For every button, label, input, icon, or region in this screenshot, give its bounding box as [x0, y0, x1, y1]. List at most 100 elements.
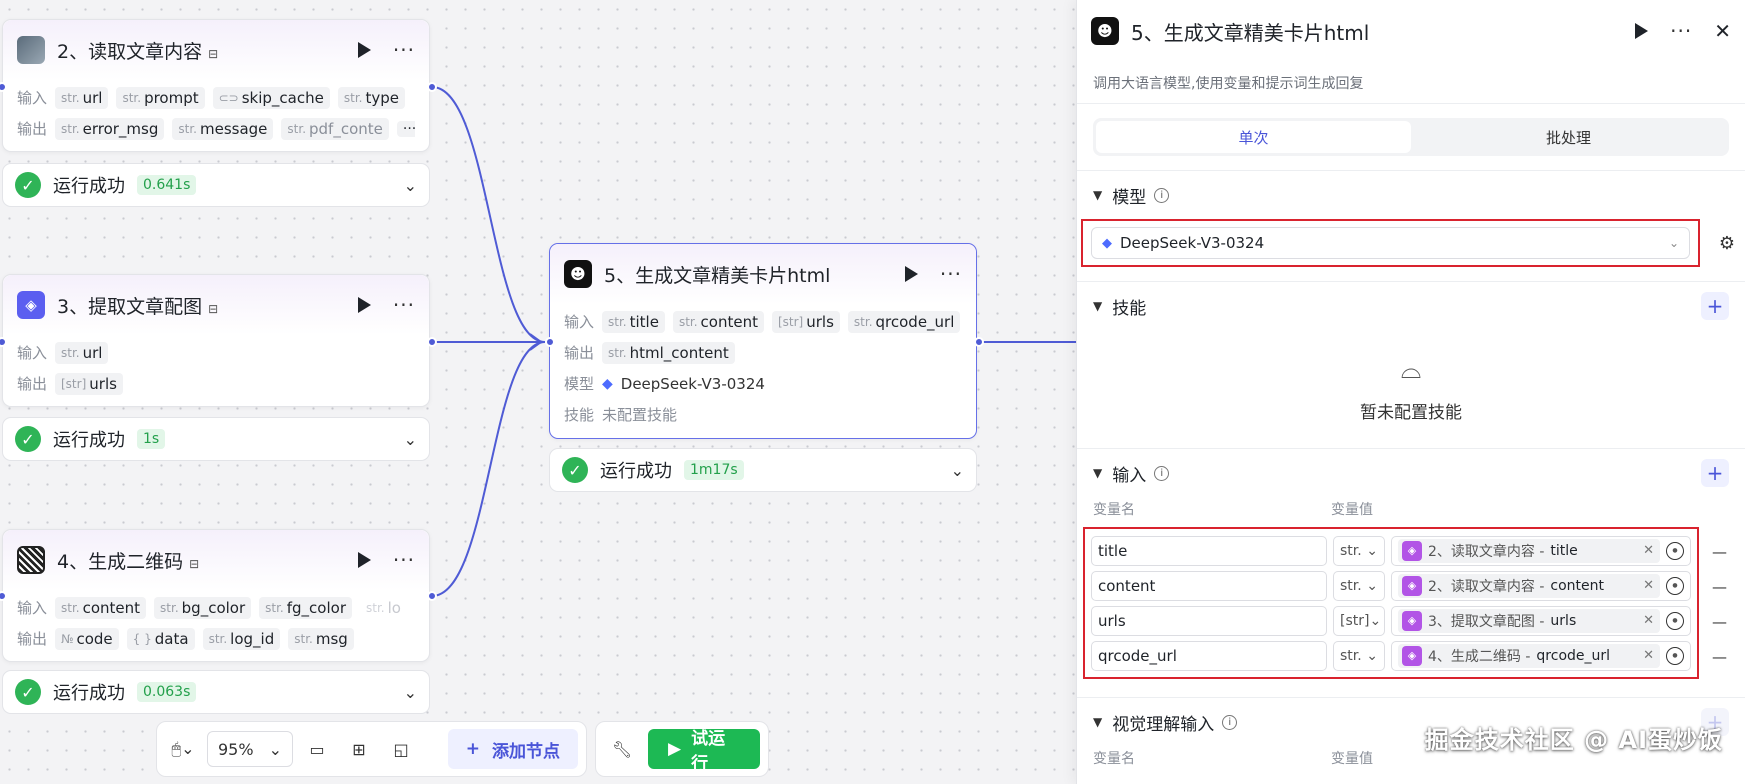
param-tag: str.html_content	[602, 341, 735, 364]
add-node-button[interactable]: +添加节点	[447, 729, 578, 769]
remove-variable-button[interactable]: —	[1712, 648, 1727, 666]
run-node-button[interactable]	[357, 297, 371, 313]
wrench-icon[interactable]: 🔧︎	[611, 739, 633, 759]
minimap-icon[interactable]: ◱	[393, 739, 409, 759]
mouse-mode-button[interactable]: 🖱︎⌄	[171, 739, 195, 758]
input-port[interactable]	[0, 82, 7, 92]
variable-ref-input[interactable]: ◈ 4、生成二维码 - qrcode_url ✕ ●	[1391, 640, 1691, 671]
plugin-image-icon	[17, 36, 45, 64]
run-node-button[interactable]	[904, 266, 918, 282]
test-run-button[interactable]: ▶试运行	[648, 729, 760, 774]
model-row: 模型 ◆DeepSeek-V3-0324	[564, 368, 962, 399]
node-title: 5、生成文章精美卡片html	[604, 264, 831, 287]
zoom-select[interactable]: 95% ⌄	[207, 731, 293, 767]
layout-grid-icon[interactable]: ⊞	[352, 739, 366, 759]
variable-type-select[interactable]: str.⌄	[1333, 535, 1385, 566]
variable-ref-input[interactable]: ◈ 2、读取文章内容 - content ✕ ●	[1391, 570, 1691, 601]
run-node-button[interactable]	[1635, 23, 1649, 39]
output-port[interactable]	[427, 82, 437, 92]
variable-column-headers: 变量名 变量值	[1077, 497, 1745, 521]
variable-name-input[interactable]: title	[1091, 535, 1327, 566]
target-icon[interactable]: ●	[1666, 646, 1684, 665]
more-params-button[interactable]: ···	[396, 120, 415, 137]
clear-icon[interactable]: ✕	[1643, 578, 1654, 593]
edge-read-to-generate	[431, 86, 546, 343]
target-icon[interactable]: ●	[1666, 611, 1684, 630]
node-title: 2、读取文章内容⊟	[57, 40, 219, 63]
variable-type-select[interactable]: str.⌄	[1333, 640, 1385, 671]
variable-type-select[interactable]: str.⌄	[1333, 570, 1385, 601]
chevron-down-icon[interactable]: ⌄	[950, 460, 964, 480]
skills-section-header[interactable]: ▼ 技能 +	[1077, 282, 1745, 330]
variable-name-input[interactable]: qrcode_url	[1091, 640, 1327, 671]
remove-variable-button[interactable]: —	[1712, 613, 1727, 631]
col-name: 变量名	[1093, 751, 1135, 767]
tab-single[interactable]: 单次	[1096, 121, 1411, 153]
clear-icon[interactable]: ✕	[1643, 543, 1654, 558]
more-options-button[interactable]: ···	[939, 262, 962, 286]
ref-field: title	[1550, 542, 1578, 559]
param-tag: [str]urls	[771, 310, 840, 333]
run-status-bar[interactable]: ✓ 运行成功 0.063s ⌄	[2, 670, 430, 714]
zoom-value: 95%	[218, 739, 254, 759]
input-port[interactable]	[0, 337, 7, 347]
param-tag: str.url	[55, 341, 109, 364]
more-options-button[interactable]: ···	[392, 38, 415, 62]
run-node-button[interactable]	[357, 552, 371, 568]
variable-ref-input[interactable]: ◈ 2、读取文章内容 - title ✕ ●	[1391, 535, 1691, 566]
remove-variable-button[interactable]: —	[1712, 578, 1727, 596]
skills-value: 未配置技能	[602, 406, 678, 424]
model-highlight: ◆ DeepSeek-V3-0324 ⌄	[1081, 219, 1700, 267]
model-name: DeepSeek-V3-0324	[620, 374, 765, 393]
chevron-down-icon[interactable]: ⌄	[403, 682, 417, 702]
run-status-bar[interactable]: ✓ 运行成功 1s ⌄	[2, 417, 430, 461]
close-icon[interactable]: ✕	[1714, 19, 1731, 43]
more-options-button[interactable]: ···	[392, 548, 415, 572]
node-qrcode[interactable]: 4、生成二维码⊟ ··· 输入 str.content str.bg_color…	[2, 529, 430, 662]
clear-icon[interactable]: ✕	[1643, 613, 1654, 628]
visual-input-section-header[interactable]: ▼ 视觉理解输入 i +	[1077, 698, 1745, 746]
variable-name-input[interactable]: content	[1091, 570, 1327, 601]
more-options-button[interactable]: ···	[1670, 19, 1693, 43]
add-visual-input-button[interactable]: +	[1701, 708, 1729, 736]
node-read-article[interactable]: 2、读取文章内容⊟ ··· 输入 str.url str.prompt ⊂⊃sk…	[2, 19, 430, 152]
chevron-down-icon[interactable]: ⌄	[403, 429, 417, 449]
info-icon[interactable]: i	[1154, 187, 1170, 203]
clear-icon[interactable]: ✕	[1643, 648, 1654, 663]
node-generate-card[interactable]: ☻ 5、生成文章精美卡片html ··· 输入 str.title str.co…	[549, 243, 977, 439]
node-title: 3、提取文章配图⊟	[57, 295, 219, 318]
tab-batch[interactable]: 批处理	[1545, 128, 1591, 147]
run-node-button[interactable]	[357, 42, 371, 58]
chevron-down-icon: ⌄	[268, 739, 282, 759]
info-icon[interactable]: i	[1222, 714, 1238, 730]
chevron-down-icon[interactable]: ⌄	[403, 175, 417, 195]
model-section-header[interactable]: ▼ 模型 i	[1077, 171, 1745, 219]
variable-ref-input[interactable]: ◈ 3、提取文章配图 - urls ✕ ●	[1391, 605, 1691, 636]
run-status-bar[interactable]: ✓ 运行成功 0.641s ⌄	[2, 163, 430, 207]
input-port[interactable]	[545, 337, 555, 347]
target-icon[interactable]: ●	[1666, 576, 1684, 595]
edge-qrcode-to-generate	[431, 341, 546, 597]
output-port[interactable]	[427, 591, 437, 601]
output-port[interactable]	[427, 337, 437, 347]
variable-type-select[interactable]: [str]⌄	[1333, 605, 1385, 636]
more-options-button[interactable]: ···	[392, 293, 415, 317]
add-input-button[interactable]: +	[1701, 459, 1729, 487]
info-icon[interactable]: i	[1154, 465, 1170, 481]
variable-name-input[interactable]: urls	[1091, 605, 1327, 636]
comment-icon[interactable]: ▭	[309, 739, 325, 759]
success-check-icon: ✓	[15, 426, 41, 452]
run-status-bar[interactable]: ✓ 运行成功 1m17s ⌄	[549, 448, 977, 492]
output-port[interactable]	[974, 337, 984, 347]
variable-row: content str.⌄ ◈ 2、读取文章内容 - content ✕ ●	[1091, 568, 1691, 603]
model-select[interactable]: ◆ DeepSeek-V3-0324 ⌄	[1091, 227, 1690, 259]
add-skill-button[interactable]: +	[1701, 292, 1729, 320]
node-extract-images[interactable]: ◈ 3、提取文章配图⊟ ··· 输入 str.url 输出 [str]urls	[2, 274, 430, 407]
input-port[interactable]	[0, 591, 7, 601]
target-icon[interactable]: ●	[1666, 541, 1684, 560]
remove-variable-button[interactable]: —	[1712, 543, 1727, 561]
input-section-header[interactable]: ▼ 输入 i +	[1077, 449, 1745, 497]
gear-icon[interactable]: ⚙	[1718, 232, 1735, 254]
llm-icon: ☻	[1091, 17, 1119, 45]
empty-box-icon: ⌓	[1400, 355, 1422, 385]
